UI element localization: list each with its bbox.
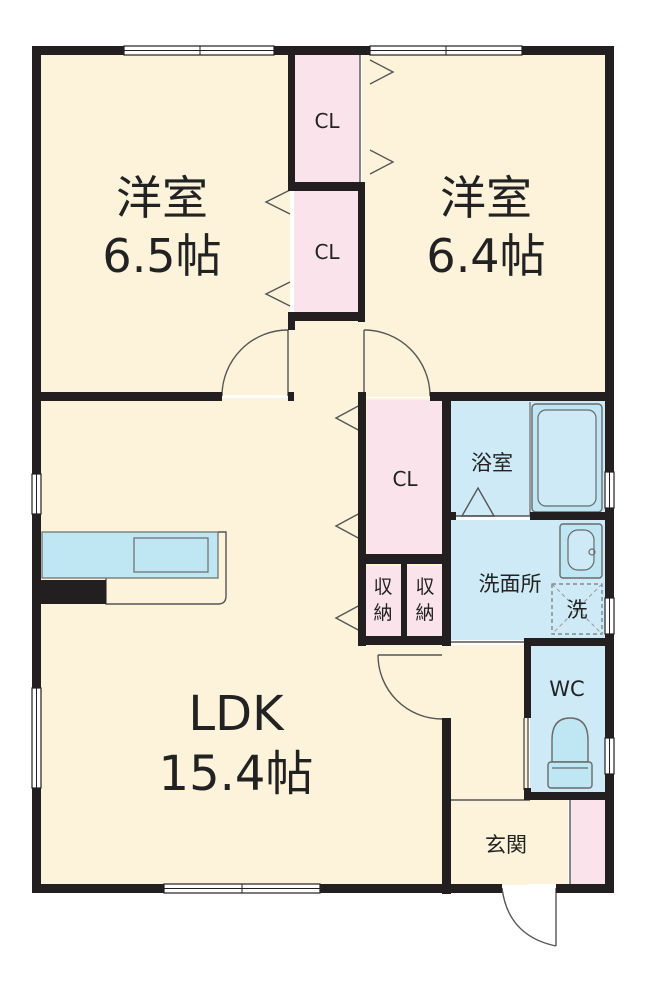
wall-storage-left: [358, 554, 366, 646]
room-labels: 洋室 6.5帖 洋室 6.4帖 LDK 15.4帖 CL CL CL 収納 収納…: [102, 109, 587, 857]
windows: [31, 45, 615, 894]
closet-3-label: CL: [392, 467, 418, 491]
floor-bedroom-left: [40, 55, 290, 395]
floor-bedroom-right: [362, 55, 606, 397]
kitchen-counter-outline: [105, 531, 227, 605]
wall-toilet-left-low: [524, 788, 531, 800]
closet-1-label: CL: [314, 109, 340, 133]
thin-lines: [105, 55, 571, 947]
floor-closet-1: [294, 55, 360, 183]
wall-washroom-bottom: [524, 638, 614, 646]
floor-storage-2: [407, 566, 443, 636]
wall-bottom-right: [556, 884, 614, 893]
storage-2-label: 収納: [415, 576, 434, 624]
floor-storage-1: [365, 566, 401, 636]
wall-closet-mid: [288, 182, 364, 191]
wall-right: [605, 46, 614, 892]
wall-toilet-bottom: [524, 792, 614, 800]
storage-2-char-2: 納: [415, 602, 434, 624]
wall-closet-left-low: [288, 312, 295, 330]
wall-toilet-left: [524, 638, 531, 718]
bathtub-inner: [537, 409, 597, 507]
door-swing-bedroom-right: [363, 329, 431, 397]
toilet-tank: [547, 761, 593, 789]
wall-closet-left: [288, 46, 295, 184]
closet-3-door-fold: [334, 403, 363, 433]
ldk-name: LDK: [188, 686, 285, 742]
storage-2-char-1: 収: [415, 576, 434, 598]
storage-door-fold: [334, 603, 363, 633]
wall-left: [32, 46, 41, 892]
kitchen-sink: [133, 537, 209, 573]
washer-label: 洗: [567, 598, 588, 622]
bedroom-left-name: 洋室: [116, 171, 208, 225]
closet-2-label: CL: [314, 240, 340, 264]
bedroom-right-size: 6.4帖: [426, 229, 545, 283]
storage-1-char-2: 納: [373, 602, 392, 624]
closet-1-door-fold: [369, 149, 395, 175]
storage-1-char-1: 収: [373, 576, 392, 598]
wall-closet-3-bottom: [358, 554, 450, 564]
wall-top: [32, 46, 612, 55]
wall-storage-bottom: [358, 636, 450, 645]
bedroom-right-name: 洋室: [440, 171, 532, 225]
wall-bath-bottom: [450, 512, 456, 520]
wall-bedroom-left-bottom: [32, 392, 222, 401]
wall-bedroom-right-bottom: [430, 392, 614, 401]
wall-closet-right: [358, 182, 365, 322]
ldk-size: 15.4帖: [159, 746, 314, 802]
floor-closet-3: [367, 400, 443, 556]
storage-1-label: 収納: [373, 576, 392, 624]
wall-storage-mid: [401, 560, 407, 640]
floor-closet-2: [294, 190, 360, 314]
bath-entry-mark: [460, 486, 496, 517]
wall-bedroom-left-bottom: [288, 392, 294, 401]
toilet-label: WC: [549, 677, 584, 701]
floor-shoe-closet: [570, 800, 606, 884]
floor-entrance: [450, 800, 568, 884]
washroom-label: 洗面所: [479, 572, 542, 596]
floor-hall-upper: [290, 318, 362, 398]
door-swing-entrance: [501, 887, 557, 947]
closet-2-door-fold: [264, 281, 291, 307]
wall-bottom-right: [444, 884, 502, 893]
wall-closet-3-left: [358, 396, 366, 562]
bedroom-left-size: 6.5帖: [102, 229, 221, 283]
wall-corridor-left: [442, 718, 451, 894]
washer-pan-diag: [551, 583, 603, 635]
toilet-bowl: [551, 717, 589, 763]
door-swing-bedroom-left: [221, 329, 289, 397]
bath-label: 浴室: [471, 451, 513, 475]
washer-pan: [551, 583, 603, 635]
closet-1-door-fold: [369, 59, 395, 85]
closet-2-door-fold: [264, 189, 291, 215]
closet-3-door-fold: [334, 511, 363, 541]
wall-bath-bottom: [530, 512, 614, 520]
washbasin-faucet: [588, 548, 596, 556]
wall-closet-bottom: [288, 312, 365, 321]
entrance-label: 玄関: [485, 833, 527, 857]
door-swing-ldk: [377, 654, 443, 720]
wall-closet-3-right: [442, 396, 451, 646]
kitchen-fridge-space: [40, 580, 106, 604]
